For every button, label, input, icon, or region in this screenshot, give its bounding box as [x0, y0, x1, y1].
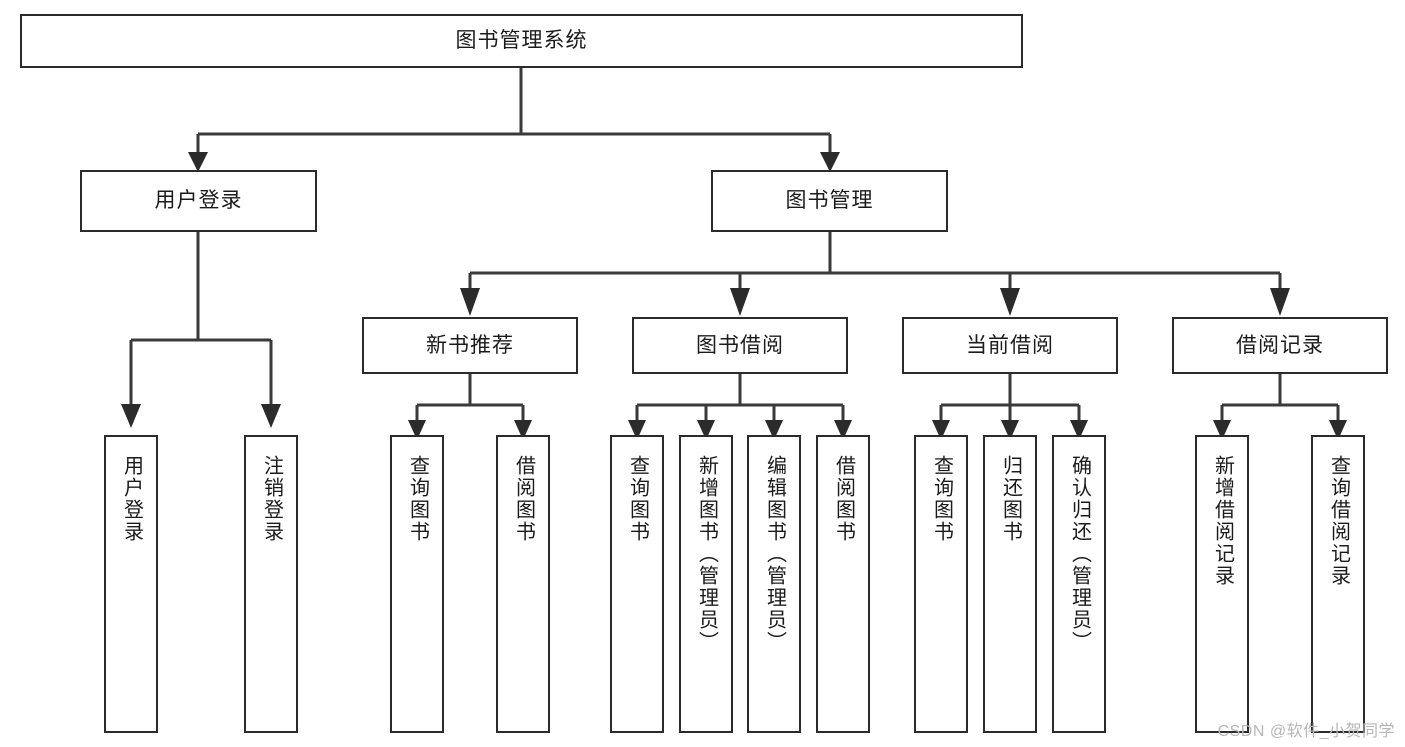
node-label: 图书管理 — [785, 189, 874, 213]
node-label: 确认归还（管理员） — [1068, 455, 1091, 653]
csdn-watermark: CSDN @软件_小贺同学 — [1217, 723, 1395, 740]
arrowhead-userlogin-c2 — [261, 404, 281, 428]
node-label: 编辑图书（管理员） — [763, 455, 786, 653]
leaf-add-book-admin[interactable]: 新增图书（管理员） — [679, 435, 733, 733]
node-label: 新增借阅记录 — [1211, 455, 1234, 587]
leaf-add-borrow-record[interactable]: 新增借阅记录 — [1195, 435, 1249, 733]
leaf-edit-book-admin[interactable]: 编辑图书（管理员） — [747, 435, 801, 733]
node-current-borrow[interactable]: 当前借阅 — [902, 317, 1118, 374]
leaf-borrow-book-recommend[interactable]: 借阅图书 — [496, 435, 550, 733]
node-label: 用户登录 — [120, 455, 143, 543]
arrowhead-currentborrow — [1000, 288, 1020, 316]
node-label: 图书借阅 — [696, 333, 784, 357]
arrowhead-newbook — [460, 288, 480, 316]
arrowhead-bookborrow — [730, 288, 750, 316]
node-label: 查询图书 — [626, 455, 649, 543]
leaf-query-borrow-record[interactable]: 查询借阅记录 — [1311, 435, 1365, 733]
leaf-user-login[interactable]: 用户登录 — [104, 435, 158, 733]
node-label: 新增图书（管理员） — [695, 455, 718, 653]
node-book-borrow[interactable]: 图书借阅 — [632, 317, 848, 374]
node-label: 借阅记录 — [1236, 333, 1324, 357]
leaf-query-book-borrow[interactable]: 查询图书 — [610, 435, 664, 733]
node-label: 当前借阅 — [966, 333, 1054, 357]
node-label: 查询图书 — [930, 455, 953, 543]
leaf-borrow-book[interactable]: 借阅图书 — [816, 435, 870, 733]
arrowhead-borrowrecord — [1270, 288, 1290, 316]
node-label: 图书管理系统 — [455, 29, 588, 53]
leaf-query-book-current[interactable]: 查询图书 — [914, 435, 968, 733]
node-book-manage[interactable]: 图书管理 — [711, 170, 948, 232]
node-borrow-record[interactable]: 借阅记录 — [1172, 317, 1388, 374]
node-new-book-recommend[interactable]: 新书推荐 — [362, 317, 578, 374]
node-label: 归还图书 — [999, 455, 1022, 543]
node-label: 新书推荐 — [426, 333, 514, 357]
node-label: 用户登录 — [154, 189, 243, 213]
node-root-system[interactable]: 图书管理系统 — [20, 14, 1023, 68]
node-user-login[interactable]: 用户登录 — [80, 170, 317, 232]
leaf-logout[interactable]: 注销登录 — [244, 435, 298, 733]
arrowhead-book-manage — [820, 152, 840, 172]
node-label: 注销登录 — [260, 455, 283, 543]
arrowhead-user-login — [188, 152, 208, 172]
leaf-return-book[interactable]: 归还图书 — [983, 435, 1037, 733]
node-label: 借阅图书 — [512, 455, 535, 543]
node-label: 借阅图书 — [832, 455, 855, 543]
node-label: 查询借阅记录 — [1327, 455, 1350, 587]
node-label: 查询图书 — [406, 455, 429, 543]
arrowhead-userlogin-c1 — [121, 404, 141, 428]
leaf-query-book-recommend[interactable]: 查询图书 — [390, 435, 444, 733]
leaf-confirm-return-admin[interactable]: 确认归还（管理员） — [1052, 435, 1106, 733]
